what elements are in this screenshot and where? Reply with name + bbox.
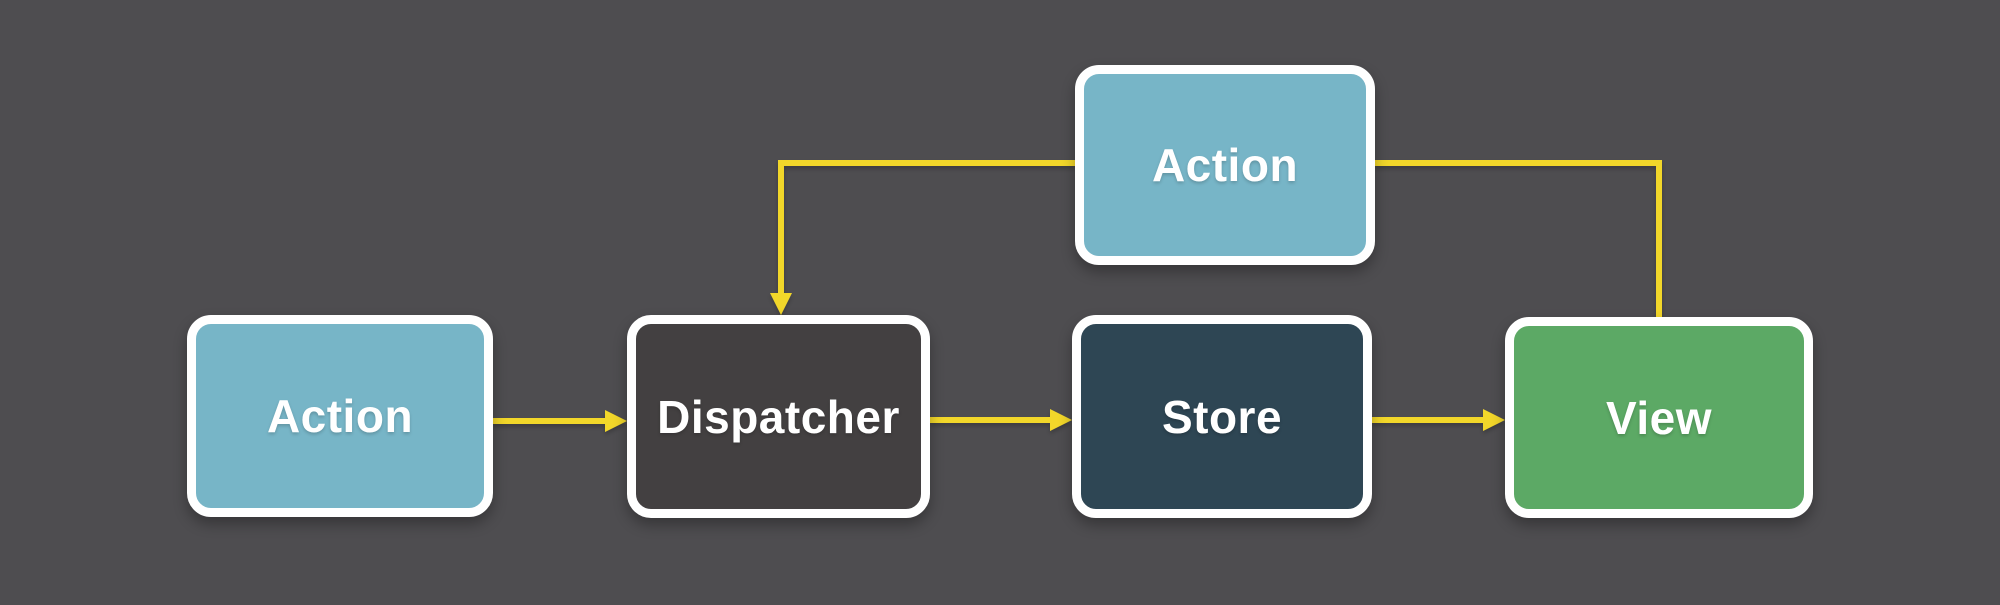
edge-action-top-to-dispatcher-arrowhead: [770, 293, 792, 315]
node-dispatcher: Dispatcher: [627, 315, 930, 518]
node-label: Action: [1151, 139, 1299, 191]
edge-view-to-action-top: [1375, 160, 1662, 317]
node-view: View: [1505, 317, 1813, 518]
node-label: Action: [266, 390, 414, 442]
edge-store-to-view-arrowhead: [1483, 409, 1505, 431]
node-store: Store: [1072, 315, 1372, 518]
node-label: View: [1606, 391, 1712, 444]
edge-action-left-to-dispatcher-arrowhead: [605, 410, 627, 432]
node-label: Dispatcher: [657, 390, 900, 443]
edge-action-top-to-dispatcher: [778, 160, 1075, 299]
node-action-left: Action: [187, 315, 493, 517]
node-label: Store: [1161, 390, 1283, 443]
node-action-top: Action: [1075, 65, 1375, 265]
edge-dispatcher-to-store-arrowhead: [1050, 409, 1072, 431]
